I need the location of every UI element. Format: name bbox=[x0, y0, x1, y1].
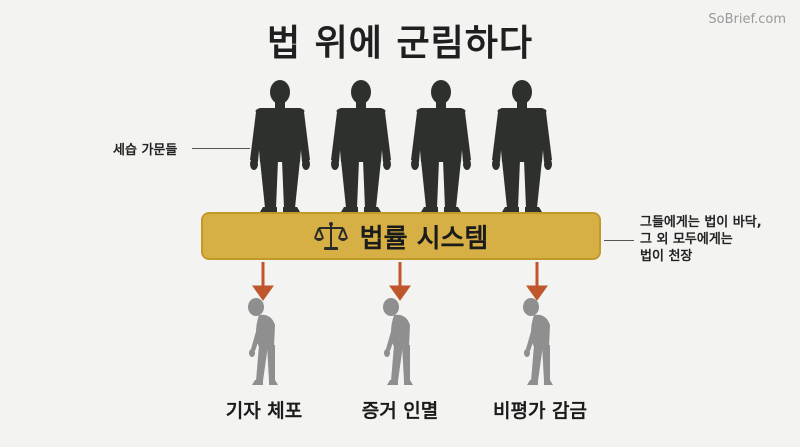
oppressed-figure-2 bbox=[383, 298, 413, 385]
outcome-label-arrest-journalists: 기자 체포 bbox=[225, 400, 303, 422]
watermark: SoBrief.com bbox=[708, 12, 786, 27]
outcome-label-imprison-critics: 비평가 감금 bbox=[492, 400, 588, 422]
annotation-text: 그들에게는 법이 바닥, 그 외 모두에게는 법이 천장 bbox=[640, 214, 762, 265]
annotation-leader-line bbox=[604, 240, 634, 241]
annotation-line-1: 그들에게는 법이 바닥, bbox=[640, 215, 762, 230]
scales-of-justice-icon bbox=[313, 222, 348, 250]
legal-system-bar: 법률 시스템 bbox=[201, 212, 601, 260]
arrow-3-head bbox=[526, 285, 548, 301]
elite-figure-3 bbox=[411, 80, 471, 212]
annotation-line-3: 법이 천장 bbox=[640, 249, 693, 264]
arrows bbox=[252, 262, 548, 301]
elite-figure-1 bbox=[250, 80, 310, 212]
elite-families-label: 세습 가문들 bbox=[113, 143, 178, 158]
page-title: 법 위에 군림하다 bbox=[267, 23, 533, 64]
arrow-2-head bbox=[389, 285, 411, 301]
elite-figure-4 bbox=[492, 80, 552, 212]
outcome-label-destroy-evidence: 증거 인멸 bbox=[361, 400, 439, 422]
elite-leader-line bbox=[192, 148, 250, 149]
oppressed-figure-3 bbox=[523, 298, 553, 385]
oppressed-figure-1 bbox=[248, 298, 278, 385]
elite-figure-2 bbox=[331, 80, 391, 212]
annotation-line-2: 그 외 모두에게는 bbox=[640, 232, 733, 247]
legal-system-label: 법률 시스템 bbox=[359, 223, 489, 254]
arrow-1-head bbox=[252, 285, 274, 301]
